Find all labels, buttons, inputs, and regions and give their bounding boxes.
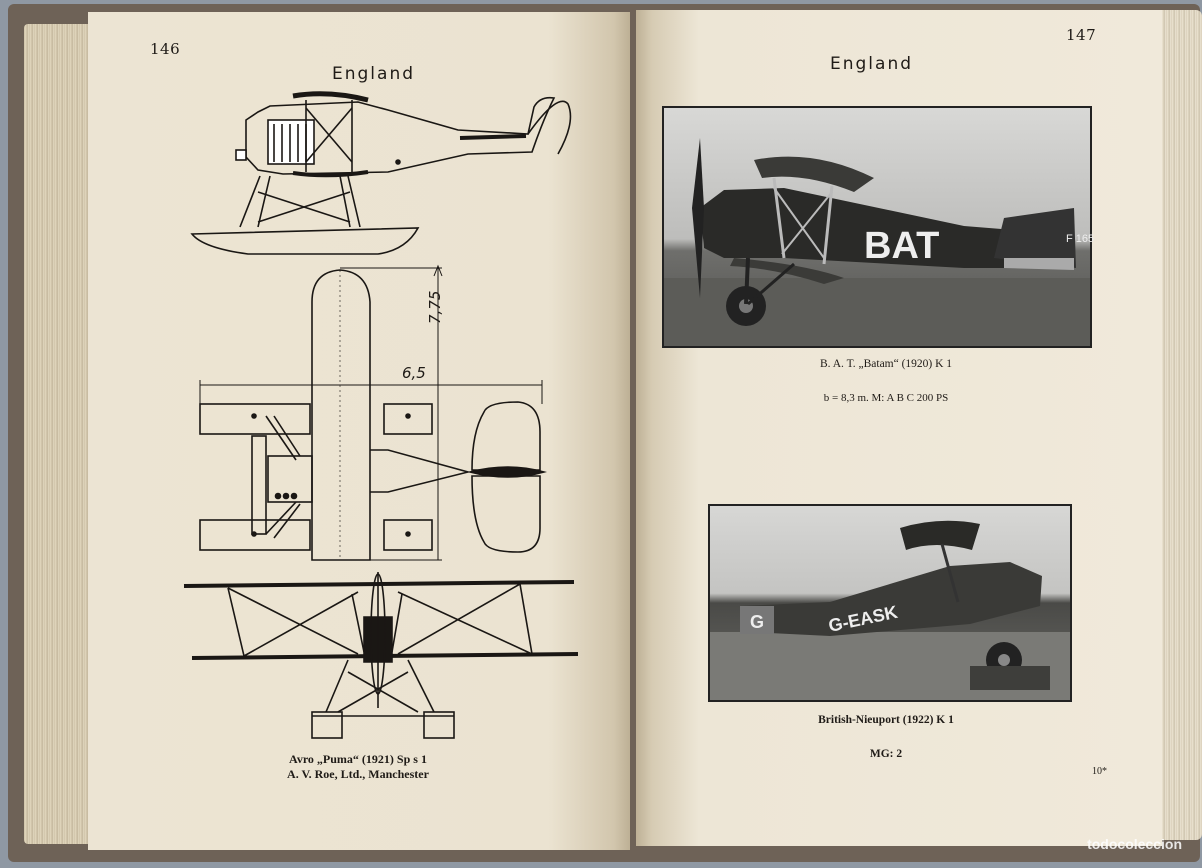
specs-british-nieuport: MG: 2	[869, 748, 903, 760]
photo-british-nieuport: G G-EASK	[708, 504, 1072, 702]
dimension-length-label: 7,75	[426, 290, 444, 324]
watermark: todocoleccion	[1087, 836, 1182, 852]
avro-puma-three-view-drawing	[183, 91, 579, 739]
dimension-span-label: 6,5	[402, 364, 426, 382]
caption-avro-puma: Avro „Puma“ (1921) Sp s 1 A. V. Roe, Ltd…	[228, 752, 488, 782]
caption-british-nieuport: British-Nieuport (1922) K 1	[818, 714, 954, 726]
page-edges-right	[1156, 10, 1202, 840]
bat-batam-photograph: BAT F 165	[664, 108, 1094, 346]
plan-view-drawing	[199, 264, 547, 561]
front-view-drawing	[183, 572, 579, 739]
page-number-right: 147	[1066, 26, 1097, 44]
running-head-left: England	[332, 64, 416, 84]
photo-bat-batam: BAT F 165	[662, 106, 1094, 348]
running-head-right: England	[830, 54, 914, 74]
caption-avro-puma-line2: A. V. Roe, Ltd., Manchester	[287, 767, 429, 781]
british-nieuport-photograph: G G-EASK	[710, 506, 1070, 700]
page-number-left: 146	[150, 40, 181, 58]
book: 146 England	[8, 4, 1202, 862]
bat-tail-lettering: F 165	[1066, 233, 1094, 245]
bat-fuselage-lettering: BAT	[864, 225, 939, 267]
caption-avro-puma-line1: Avro „Puma“ (1921) Sp s 1	[289, 752, 427, 766]
page-edges-left	[24, 24, 94, 844]
right-page: 147 England	[636, 10, 1162, 846]
printer-signature: 10*	[1092, 766, 1107, 777]
caption-bat-batam: B. A. T. „Batam“ (1920) K 1	[819, 358, 953, 370]
left-page: 146 England	[88, 12, 630, 850]
side-view-drawing	[190, 91, 572, 255]
nieuport-tail-lettering: G	[750, 612, 764, 632]
specs-bat-batam: b = 8,3 m. M: A B C 200 PS	[823, 392, 949, 404]
